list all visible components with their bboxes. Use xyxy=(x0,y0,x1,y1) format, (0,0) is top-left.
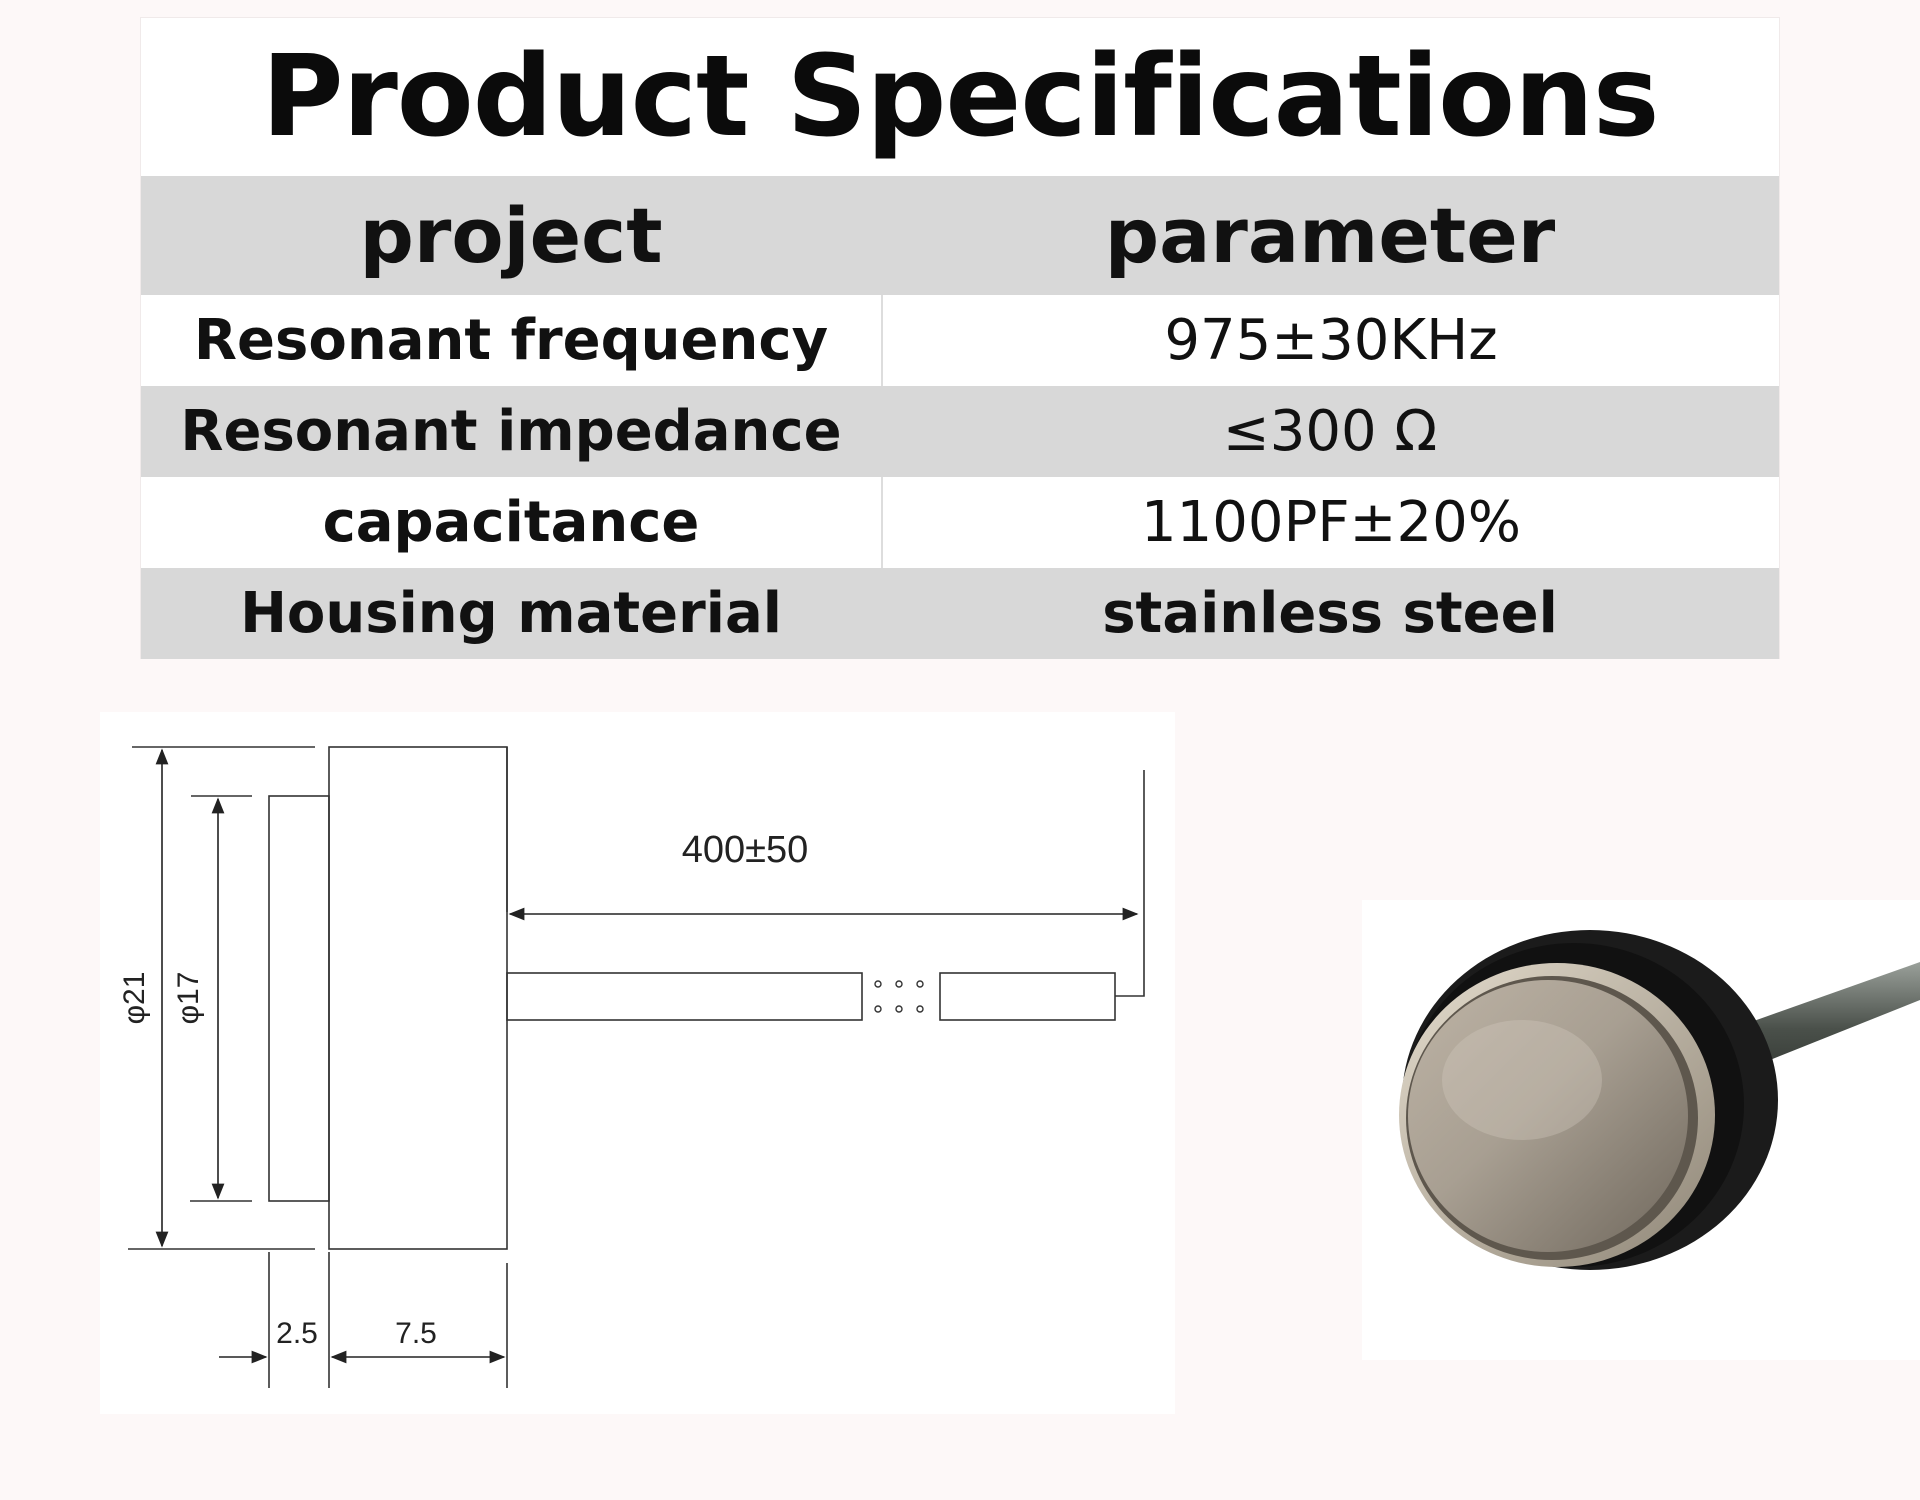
cable-segment-left xyxy=(506,972,863,1021)
face-thickness-label: 2.5 xyxy=(276,1317,318,1350)
inner-diameter-label: φ17 xyxy=(172,972,205,1025)
table-header-row: project parameter xyxy=(141,176,1779,295)
row-label-capacitance: capacitance xyxy=(141,477,883,568)
row-value-housing-material: stainless steel xyxy=(1102,581,1558,646)
table-row: Resonant impedance ≤300 Ω xyxy=(141,386,1779,477)
transducer-photo-illustration xyxy=(1399,930,1920,1270)
page-title: Product Specifications xyxy=(261,32,1659,162)
cable-break-dots xyxy=(874,980,924,1013)
table-row: Resonant frequency 975±30KHz xyxy=(141,295,1779,386)
transducer-body-outline xyxy=(328,746,508,1250)
outer-diameter-label: φ21 xyxy=(118,972,151,1025)
row-label-resonant-impedance: Resonant impedance xyxy=(180,399,842,464)
column-header-project: project xyxy=(359,191,663,280)
transducer-face-outline xyxy=(268,795,330,1202)
row-value-resonant-frequency: 975±30KHz xyxy=(1164,308,1498,373)
row-value-resonant-impedance: ≤300 Ω xyxy=(1222,399,1438,464)
row-label-resonant-frequency: Resonant frequency xyxy=(141,295,883,386)
row-value-capacitance: 1100PF±20% xyxy=(1141,490,1521,555)
lead-wire xyxy=(1115,770,1145,997)
metal-face xyxy=(1408,980,1688,1252)
cable-length-label: 400±50 xyxy=(682,829,809,871)
dimension-drawing-svg: 400±50 φ21 φ17 2.5 7.5 xyxy=(118,746,1145,1388)
table-row: Housing material stainless steel xyxy=(141,568,1779,659)
body-length-label: 7.5 xyxy=(395,1317,437,1350)
column-header-parameter: parameter xyxy=(1104,191,1556,280)
table-row: capacitance 1100PF±20% xyxy=(141,477,1779,568)
cable-segment-right xyxy=(939,972,1116,1021)
dimension-drawing: 400±50 φ21 φ17 2.5 7.5 xyxy=(100,712,1175,1414)
spec-table: Product Specifications project parameter… xyxy=(141,18,1779,659)
product-photo xyxy=(1362,900,1920,1360)
row-label-housing-material: Housing material xyxy=(240,581,782,646)
